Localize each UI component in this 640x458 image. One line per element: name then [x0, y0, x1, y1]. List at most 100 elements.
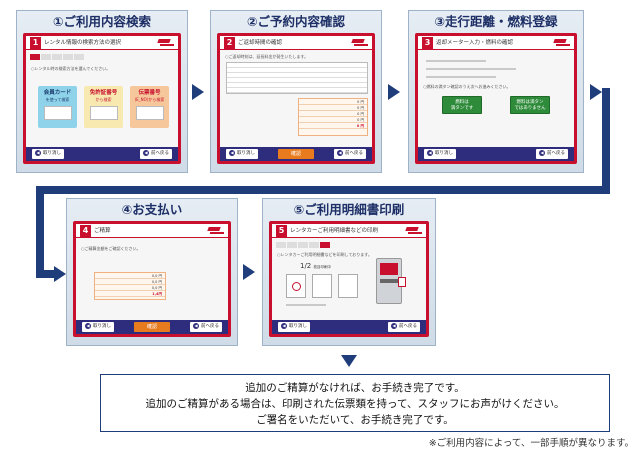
print-sheet-icon	[286, 274, 306, 298]
chevron-left-icon: ◀	[35, 149, 41, 156]
back-button[interactable]: ◀前へ戻る	[334, 149, 366, 159]
screen-header: 4 ご精算	[76, 224, 228, 238]
cancel-button[interactable]: ◀取り消し	[226, 149, 258, 159]
connector-line	[36, 186, 44, 276]
step-4-panel: ④お支払い 4 ご精算 ○ご精算金額をご確認ください。 0,0 円 0,0 円 …	[66, 198, 238, 346]
button-line: 燃料は満タン	[516, 100, 544, 105]
card-title: 会員カード	[43, 90, 72, 96]
connector-line	[36, 270, 56, 278]
payment-summary: 0,0 円 0,0 円 0,0 円 1,4円	[94, 272, 166, 300]
license-image-icon	[89, 106, 118, 120]
screen-title: 返却メーター入力・燃料の確認	[436, 40, 514, 46]
card-sub: (E_NO)から検索	[134, 97, 165, 102]
reservation-table	[226, 62, 368, 94]
progress-steps	[276, 242, 330, 248]
arrow-right-icon	[590, 84, 602, 100]
screen-note: ○レンタル時の検索方法を選んでください。	[31, 66, 111, 71]
chevron-left-icon: ◀	[229, 149, 235, 156]
footnote: ※ご利用内容によって、一部手順が異なります。	[428, 438, 634, 449]
slip-number-button[interactable]: 伝票番号 (E_NO)から検索	[130, 86, 169, 128]
total-value: 1,4円	[152, 292, 162, 296]
step-3-title: ③走行距離・燃料登録	[434, 14, 558, 29]
cancel-button[interactable]: ◀取り消し	[82, 322, 114, 332]
screen-number: 1	[30, 37, 41, 49]
screen-note: ○レンタカーご利用明細書などを印刷しております。	[277, 252, 372, 257]
screen-header: 5 レンタカーご利用明細書などの印刷	[272, 224, 426, 238]
screen-note: ○ご精算金額をご確認ください。	[81, 246, 141, 251]
button-line: 満タンです	[450, 106, 474, 111]
screen-header: 1 レンタル情報の検索方法の選択	[26, 36, 178, 50]
screen-number: 3	[422, 37, 433, 49]
charge-summary: 0 円 0 円 0 円 0 円 0 円	[298, 98, 368, 136]
license-number-button[interactable]: 免許証番号 から検索	[84, 86, 123, 128]
back-button[interactable]: ◀前へ戻る	[388, 322, 420, 332]
cancel-button[interactable]: ◀取り消し	[424, 149, 456, 159]
page-count: 1/2	[300, 262, 312, 270]
kiosk-machine-icon	[376, 258, 406, 304]
cancel-button[interactable]: ◀取り消し	[32, 149, 64, 159]
amount-value: 0 円	[357, 118, 364, 122]
connector-line	[36, 186, 610, 194]
arrow-right-icon	[243, 264, 255, 280]
arrow-right-icon	[192, 84, 204, 100]
total-value: 0 円	[356, 124, 364, 128]
step-3-screen: 3 返却メーター入力・燃料の確認 ○燃料の満タン確認のうえ次へお進みください。 …	[415, 33, 577, 164]
amount-value: 0,0 円	[151, 274, 162, 278]
screen-number: 2	[224, 37, 235, 49]
chevron-left-icon: ◀	[85, 322, 91, 329]
amount-value: 0 円	[357, 100, 364, 104]
brand-logo-icon	[406, 227, 422, 234]
completion-message: 追加のご精算がなければ、お手続き完了です。 追加のご精算がある場合は、印刷された…	[100, 374, 610, 432]
message-line-2: 追加のご精算がある場合は、印刷された伝票類を持って、スタッフにお声がけください。	[145, 398, 565, 410]
cancel-label: 取り消し	[93, 324, 111, 329]
cancel-button[interactable]: ◀取り消し	[278, 322, 310, 332]
fuel-full-button[interactable]: 燃料は 満タンです	[442, 96, 482, 114]
cancel-label: 取り消し	[289, 324, 307, 329]
screen-number: 4	[80, 225, 91, 237]
screen-footer: ◀取り消し ◀前へ戻る	[26, 147, 178, 161]
message-line-3: ご署名をいただいて、お手続き完了です。	[256, 414, 454, 426]
card-sub: から検索	[95, 97, 112, 102]
progress-steps	[30, 54, 84, 60]
confirm-button[interactable]: 確認	[278, 149, 314, 159]
connector-line	[602, 88, 610, 192]
confirm-button[interactable]: 確認	[134, 322, 170, 332]
cancel-label: 取り消し	[237, 151, 255, 156]
print-sheet-icon	[312, 274, 332, 298]
back-button[interactable]: ◀前へ戻る	[140, 149, 172, 159]
slip-image-icon	[135, 106, 164, 120]
back-label: 前へ戻る	[399, 324, 417, 329]
fuel-not-full-button[interactable]: 燃料は満タン ではありません	[510, 96, 550, 114]
card-sub: を使って検索	[45, 97, 70, 102]
card-title: 免許証番号	[89, 90, 118, 96]
screen-note: ○燃料の満タン確認のうえ次へお進みください。	[423, 84, 511, 89]
step-4-screen: 4 ご精算 ○ご精算金額をご確認ください。 0,0 円 0,0 円 0,0 円 …	[73, 221, 231, 337]
arrow-down-icon	[341, 355, 357, 367]
screen-title: レンタカーご利用明細書などの印刷	[290, 228, 379, 234]
amount-value: 0 円	[357, 112, 364, 116]
back-button[interactable]: ◀前へ戻る	[536, 149, 568, 159]
chevron-left-icon: ◀	[391, 322, 397, 329]
print-page-count: 1/2 枚目印刷中	[300, 262, 331, 270]
cancel-label: 取り消し	[43, 151, 61, 156]
page-note: 枚目印刷中	[313, 265, 332, 269]
amount-value: 0,0 円	[151, 280, 162, 284]
screen-footer: ◀取り消し 確認 ◀前へ戻る	[220, 147, 372, 161]
step-2-panel: ②ご予約内容確認 2 ご返却時間の確認 ○ご返却時刻は、延長料金が発生いたします…	[210, 10, 382, 173]
amount-value: 0 円	[357, 106, 364, 110]
step-1-panel: ①ご利用内容検索 1 レンタル情報の検索方法の選択 ○レンタル時の検索方法を選ん…	[16, 10, 188, 173]
chevron-left-icon: ◀	[427, 149, 433, 156]
step-2-title: ②ご予約内容確認	[246, 14, 346, 29]
arrow-right-icon	[54, 266, 66, 282]
button-line: 燃料は	[455, 100, 469, 105]
step-4-title: ④お支払い	[121, 202, 183, 217]
message-line-1: 追加のご精算がなければ、お手続き完了です。	[245, 382, 465, 394]
back-button[interactable]: ◀前へ戻る	[190, 322, 222, 332]
step-2-screen: 2 ご返却時間の確認 ○ご返却時刻は、延長料金が発生いたします。 0 円 0 円…	[217, 33, 375, 164]
member-card-button[interactable]: 会員カード を使って検索	[38, 86, 77, 128]
chevron-left-icon: ◀	[143, 149, 149, 156]
step-5-panel: ⑤ご利用明細書印刷 5 レンタカーご利用明細書などの印刷 ○レンタカーご利用明細…	[262, 198, 436, 346]
chevron-left-icon: ◀	[539, 149, 545, 156]
brand-logo-icon	[352, 39, 368, 46]
